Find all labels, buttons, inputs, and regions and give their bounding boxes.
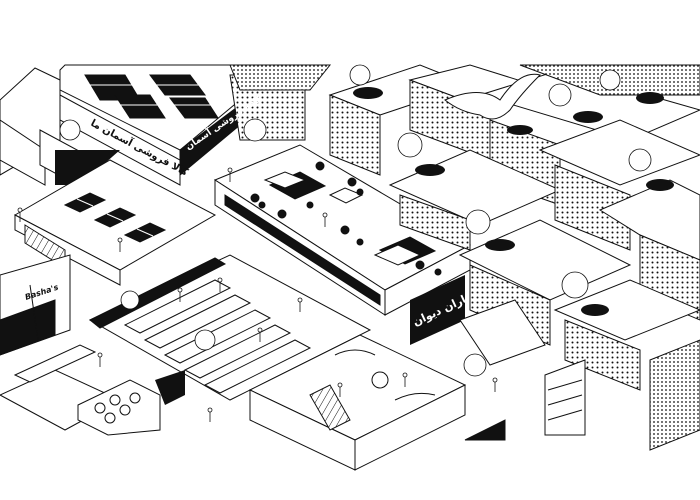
bottom-right-storefront	[544, 359, 586, 436]
cafe-tables	[250, 161, 442, 276]
person-icon	[17, 167, 498, 422]
pingpong-tables	[63, 192, 167, 243]
left-shop	[0, 254, 71, 356]
cafe-sign-box	[410, 275, 465, 345]
bird-icon	[444, 73, 541, 120]
shadow-band-left	[55, 150, 120, 185]
tree-shadows	[353, 87, 674, 316]
tree-icon	[59, 64, 652, 377]
courtyard-left	[13, 159, 217, 286]
bottom-plaza	[248, 299, 546, 471]
shadow-bottom-left	[155, 370, 185, 405]
market-stalls	[123, 279, 312, 394]
rooftop-units	[77, 379, 161, 436]
roof-skylights	[84, 74, 219, 119]
central-market	[0, 254, 372, 431]
umbrella-icon	[263, 171, 422, 266]
cafe-deck	[213, 144, 472, 316]
